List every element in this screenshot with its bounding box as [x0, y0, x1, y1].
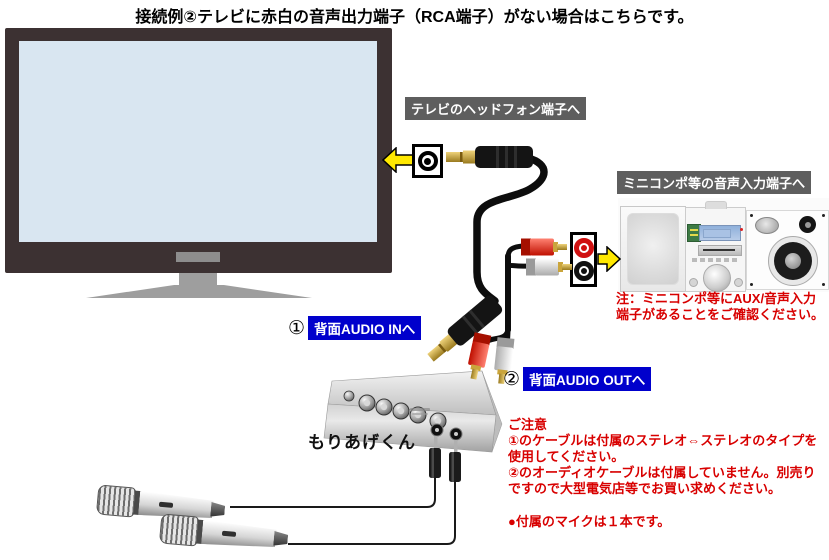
mic-jack-1 [430, 423, 444, 437]
callout-tv-headphone: テレビのヘッドフォン端子へ [405, 97, 587, 120]
mini-compo [618, 198, 829, 292]
mixer-knob [409, 406, 427, 424]
rca-cable [468, 238, 572, 385]
audio-in-label: 背面AUDIO INへ [308, 316, 422, 340]
stereo-mini-cable [427, 146, 548, 362]
mixer-small-knob [343, 390, 355, 402]
rca-plug-red-compo-end [521, 238, 567, 256]
lcd-display [699, 225, 741, 241]
arrow-right-icon [597, 245, 622, 273]
rca-jack-plate-icon [570, 232, 597, 287]
mini-plug-mixer-end [427, 295, 503, 362]
mic-cable-1 [230, 477, 436, 508]
mic-cable-2 [288, 481, 456, 545]
compo-center-unit [685, 201, 746, 292]
mic-tail [273, 530, 288, 547]
mixer-logo-text [410, 408, 430, 411]
small-button [689, 278, 698, 287]
mic-jack-2 [449, 427, 463, 441]
caution-block: ご注意 ①のケーブルは付属のステレオ⇔ステレオのタイプを 使用してください。 ②… [508, 417, 818, 529]
circled-number-2: ② [503, 368, 521, 390]
mixer-name-label: もりあげくん [308, 433, 416, 452]
mic-count-note: ●付属のマイクは１本です。 [508, 514, 671, 529]
compo-caution-note: 注：ミニコンポ等にAUX/音声入力 端子があることをご確認ください。 [616, 291, 825, 322]
woofer [768, 236, 818, 286]
mixer-knob [392, 402, 410, 420]
tweeter [799, 216, 816, 233]
small-button [734, 278, 743, 287]
arrow-left-icon [381, 146, 416, 174]
compo-left-speaker [620, 206, 686, 292]
mic-plug-body [449, 452, 461, 482]
cd-tray [705, 201, 727, 209]
callout-compo-input: ミニコンポ等の音声入力端子へ [617, 171, 812, 194]
tv-stand-neck [179, 273, 217, 285]
mixer-knob [358, 394, 376, 412]
button-row [692, 258, 740, 262]
rca-jack-red [573, 238, 594, 258]
power-led [740, 228, 743, 231]
microphone-2 [158, 513, 291, 554]
volume-knob [703, 264, 731, 292]
mixer-knob [375, 398, 393, 416]
circled-number-1: ① [288, 317, 306, 339]
headphone-jack-icon [412, 144, 443, 178]
compo-right-speaker [746, 210, 829, 290]
mic-body [201, 520, 277, 550]
mic-plug-body [429, 448, 441, 478]
callout-audio-in: ① 背面AUDIO INへ [288, 316, 422, 340]
tv-stand-base [86, 285, 312, 298]
mic-plug-shaft [454, 440, 458, 454]
rca-jack-white [573, 261, 594, 281]
mic-tail [210, 501, 225, 518]
mini-plug-tv-end [446, 146, 533, 168]
caution-title: ご注意 [508, 417, 548, 432]
rca-plug-red-mixer-end [468, 332, 492, 380]
jack-dot [424, 157, 431, 165]
tv-screen [19, 41, 377, 242]
tv-logo-bar [176, 252, 220, 262]
mic-head [95, 484, 137, 518]
speaker-grille [627, 213, 679, 285]
mid-driver [755, 217, 779, 234]
jack-ring [417, 151, 438, 171]
mic-head [158, 513, 200, 547]
rca-plug-white-compo-end [526, 258, 572, 276]
mixer-knob [429, 412, 447, 430]
page-title: 接続例②テレビに赤白の音声出力端子（RCA端子）がない場合はこちらです。 [135, 9, 694, 26]
mic-plug-shaft [434, 436, 438, 450]
md-slot [698, 245, 742, 256]
callout-audio-out: ② 背面AUDIO OUTへ [503, 367, 652, 391]
audio-out-label: 背面AUDIO OUTへ [523, 367, 652, 391]
